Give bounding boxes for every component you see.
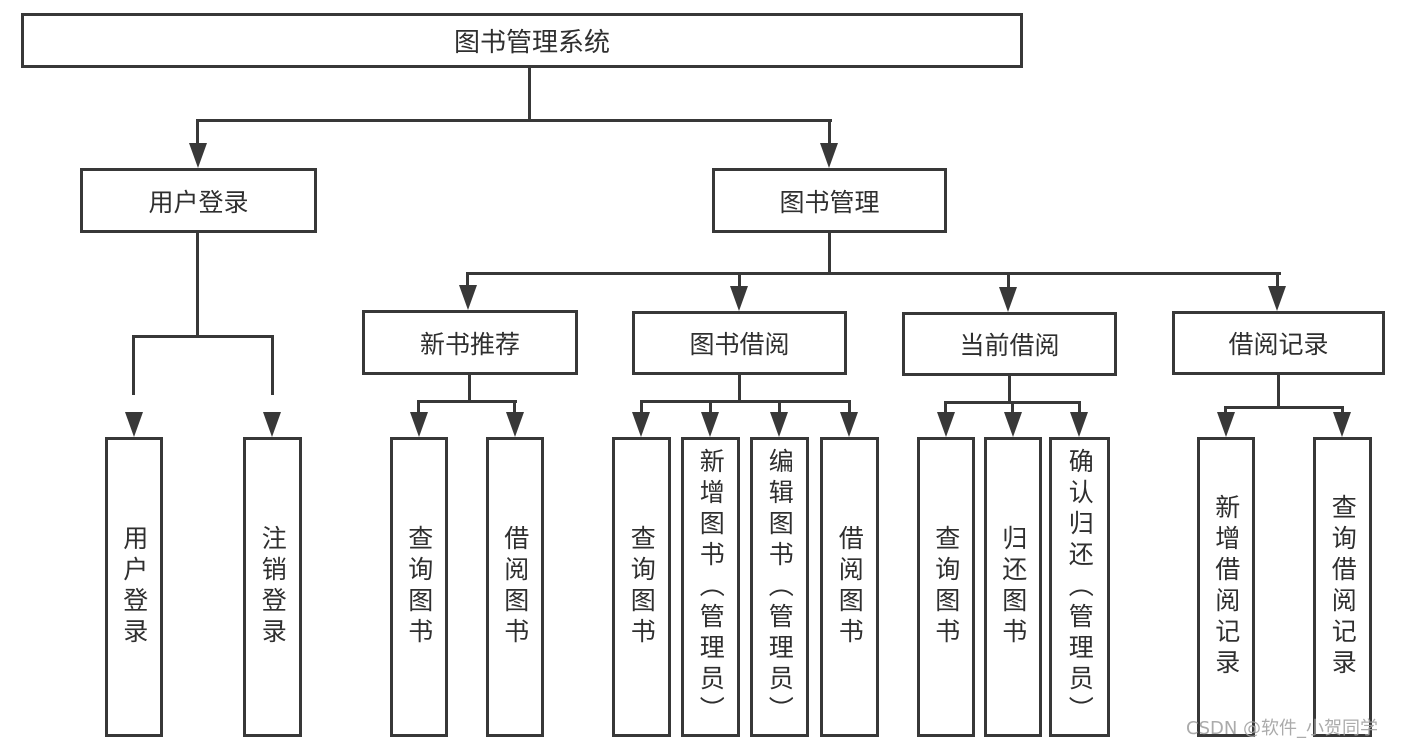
arrow-down-icon [1217,412,1235,437]
connector-current-borrow-drop [1007,272,1010,296]
arrow-down-icon [459,285,477,310]
node-label: 用户登录 [148,187,249,217]
node-label: 查询图书 [404,525,434,649]
arrow-down-icon [840,412,858,437]
connector-borrow-records-vline [1277,375,1280,408]
node-label: 图书借阅 [689,330,790,359]
node-label: 借阅图书 [835,525,865,649]
connector-bb-add-drop [709,400,712,420]
node-label: 注销登录 [258,525,288,649]
connector-current-borrow-vline [1008,376,1011,403]
arrow-down-icon [999,287,1017,312]
connector-book-borrow-vline [738,375,741,402]
connector-user-login-hline [132,335,274,338]
node-label: 当前借阅 [959,331,1060,360]
connector-cb-confirm-drop [1078,401,1081,419]
connector-new-book-drop [466,272,469,294]
node-book-management: 图书管理 [712,168,947,233]
arrow-down-icon [189,143,207,168]
node-label: 新增借阅记录 [1211,494,1241,680]
connector-logout-drop [271,335,274,395]
arrow-down-icon [730,286,748,311]
arrow-down-icon [125,412,143,437]
connector-root-vline [528,68,531,121]
node-current-borrowing: 当前借阅 [902,312,1117,376]
connector-bb-search-drop [640,400,643,420]
node-book-borrowing: 图书借阅 [632,311,847,375]
leaf-nb-borrow-book: 借阅图书 [486,437,544,737]
leaf-logout: 注销登录 [243,437,302,737]
arrow-down-icon [506,412,524,437]
node-borrowing-records: 借阅记录 [1172,311,1385,375]
node-label: 借阅记录 [1228,330,1329,359]
node-label: 用户登录 [119,525,149,649]
node-label: 查询借阅记录 [1328,494,1358,680]
leaf-cb-return-book: 归还图书 [984,437,1042,737]
arrow-down-icon [1070,412,1088,437]
connector-cb-search-drop [944,401,947,419]
arrow-down-icon [632,412,650,437]
connector-new-book-vline [468,375,471,402]
node-label: 查询图书 [627,525,657,649]
connector-borrow-records-drop [1276,272,1279,294]
node-label: 图书管理系统 [453,28,610,58]
arrow-down-icon [263,412,281,437]
leaf-bb-edit-book: 编辑图书（管理员） [750,437,809,737]
connector-user-login-drop [196,119,199,149]
leaf-cb-confirm-return: 确认归还（管理员） [1049,437,1110,737]
arrow-down-icon [937,412,955,437]
leaf-bb-add-book: 新增图书（管理员） [681,437,740,737]
connector-borrow-records-hline [1224,406,1344,409]
node-library-management-system: 图书管理系统 [21,13,1023,68]
leaf-bb-search-book: 查询图书 [612,437,671,737]
node-label: 归还图书 [998,525,1028,649]
node-label: 借阅图书 [500,525,530,649]
connector-book-borrow-drop [738,272,741,294]
arrow-down-icon [410,412,428,437]
node-label: 确认归还（管理员） [1065,447,1095,727]
connector-new-book-hline [417,400,517,403]
node-label: 新增图书（管理员） [696,447,726,727]
leaf-nb-search-book: 查询图书 [390,437,448,737]
connector-root-hline [196,119,832,122]
arrow-down-icon [1333,412,1351,437]
connector-nb-borrow-drop [513,400,516,420]
connector-login-drop [132,335,135,395]
leaf-user-login: 用户登录 [105,437,163,737]
connector-bb-borrow-drop [848,400,851,420]
leaf-br-search-record: 查询借阅记录 [1313,437,1372,737]
node-user-login: 用户登录 [80,168,317,233]
arrow-down-icon [820,143,838,168]
node-label: 图书管理 [779,187,880,217]
arrow-down-icon [770,412,788,437]
connector-bb-edit-drop [778,400,781,420]
leaf-br-add-record: 新增借阅记录 [1197,437,1255,737]
connector-cb-return-drop [1011,401,1014,419]
connector-book-borrow-hline [640,400,851,403]
connector-book-management-vline [828,233,831,274]
connector-book-management-drop [828,119,831,149]
connector-user-login-vline [196,233,199,337]
connector-book-management-hline [466,272,1281,275]
node-label: 查询图书 [931,525,961,649]
leaf-bb-borrow-book: 借阅图书 [820,437,879,737]
leaf-cb-search-book: 查询图书 [917,437,975,737]
node-label: 编辑图书（管理员） [765,447,795,727]
connector-nb-search-drop [417,400,420,420]
node-new-book-recommendation: 新书推荐 [362,310,578,375]
arrow-down-icon [1004,412,1022,437]
watermark: CSDN @软件_小贺同学 [1186,718,1379,739]
arrow-down-icon [1268,286,1286,311]
arrow-down-icon [701,412,719,437]
node-label: 新书推荐 [419,329,520,359]
